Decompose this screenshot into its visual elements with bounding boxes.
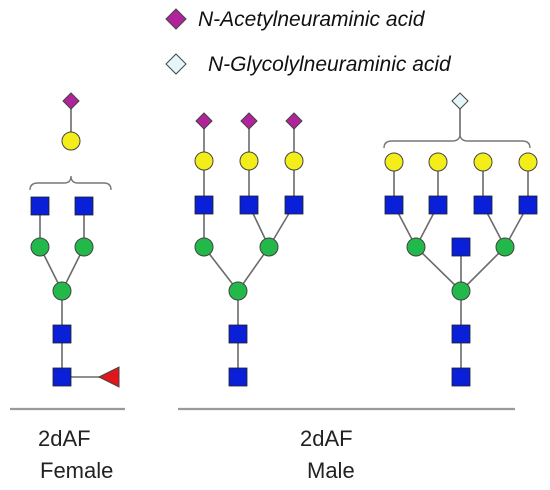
legend-label-neu5gc: N-Glycolylneuraminic acid (208, 53, 452, 76)
galactose-circle (473, 152, 493, 172)
neu5ac-diamond (285, 112, 303, 130)
glcnac-square (384, 195, 404, 215)
fucose-triangle (97, 366, 120, 388)
female-label-line2: Female (40, 458, 113, 483)
glcnac-square (284, 195, 304, 215)
glcnac-square (239, 195, 259, 215)
glcnac-square (52, 367, 72, 387)
bisecting-glcnac-square (451, 237, 471, 257)
glcnac-square (428, 195, 448, 215)
galactose-circle (239, 151, 259, 171)
mannose-circle (259, 237, 279, 257)
galactose-circle (194, 151, 214, 171)
glcnac-square (473, 195, 493, 215)
mannose-circle (194, 237, 214, 257)
female-glycan (10, 92, 125, 411)
glcnac-square (74, 196, 94, 216)
legend-label-neu5ac: N-Acetylneuraminic acid (198, 8, 426, 31)
neu5ac-diamond (240, 112, 258, 130)
mannose-circle (30, 237, 50, 257)
glcnac-square (30, 196, 50, 216)
mannose-circle (406, 237, 426, 257)
mannose-circle (495, 237, 515, 257)
galactose-circle (518, 152, 538, 172)
male-label-line2: Male (307, 458, 355, 483)
mannose-circle (52, 281, 72, 301)
group-labels: 2dAF Female 2dAF Male (38, 426, 355, 483)
galactose-circle (384, 152, 404, 172)
glcnac-square (228, 324, 248, 344)
male-label-line1: 2dAF (300, 426, 353, 451)
glcnac-square (518, 195, 538, 215)
glcnac-square (52, 324, 72, 344)
glcnac-square (228, 367, 248, 387)
mannose-circle (74, 237, 94, 257)
glcnac-square (451, 324, 471, 344)
neu5gc-diamond (451, 92, 469, 110)
mannose-circle (228, 281, 248, 301)
neu5ac-diamond (195, 112, 213, 130)
galactose-circle (284, 151, 304, 171)
neu5ac-diamond (62, 92, 80, 110)
neu5gc-legend-diamond (165, 53, 187, 75)
legend: N-Acetylneuraminic acid N-Glycolylneuram… (165, 8, 452, 76)
female-label-line1: 2dAF (38, 426, 91, 451)
galactose-circle (428, 152, 448, 172)
galactose-circle (61, 131, 81, 151)
male-glycan-triantennary (194, 112, 304, 387)
male-glycan-tetraantennary (383, 92, 538, 387)
glcnac-square (451, 367, 471, 387)
glcnac-square (194, 195, 214, 215)
neu5ac-legend-diamond (165, 8, 187, 30)
mannose-circle (451, 281, 471, 301)
